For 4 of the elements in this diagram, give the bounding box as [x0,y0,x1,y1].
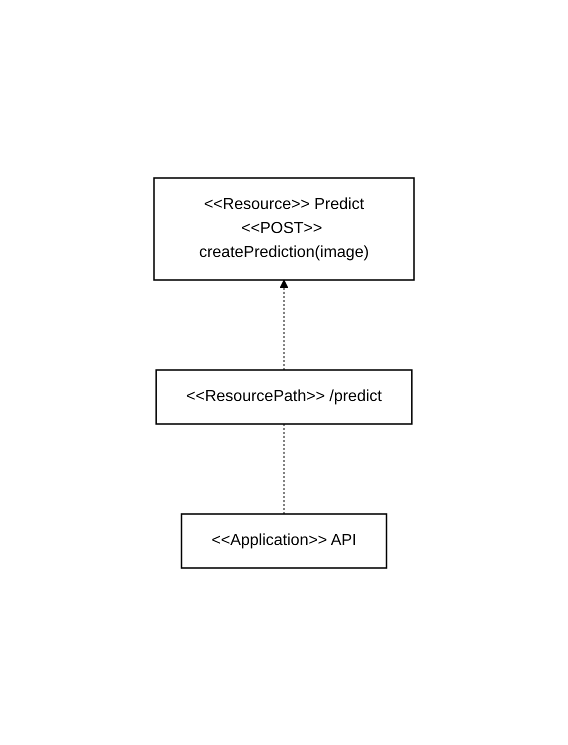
node-box: <<Resource>> Predict <<POST>> createPrediction(image) [153,176,415,280]
arrow [280,279,288,370]
node-box: <<Application>> API [180,512,388,568]
node-box: <<ResourcePath>> /predict [155,368,413,424]
